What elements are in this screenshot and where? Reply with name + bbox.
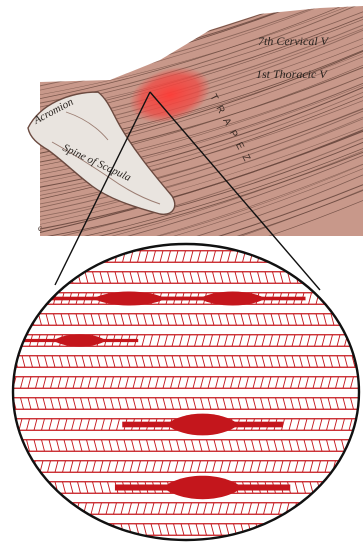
cervical-vertebra-label: 7th Cervical V <box>258 34 330 48</box>
muscle-striation <box>20 0 363 6</box>
muscle-striation <box>20 0 363 10</box>
edge-mark-label: c <box>38 223 42 233</box>
muscle-striation <box>20 0 363 2</box>
thoracic-vertebra-label: 1st Thoracic V <box>256 67 328 81</box>
magnified-fibers <box>0 240 363 545</box>
